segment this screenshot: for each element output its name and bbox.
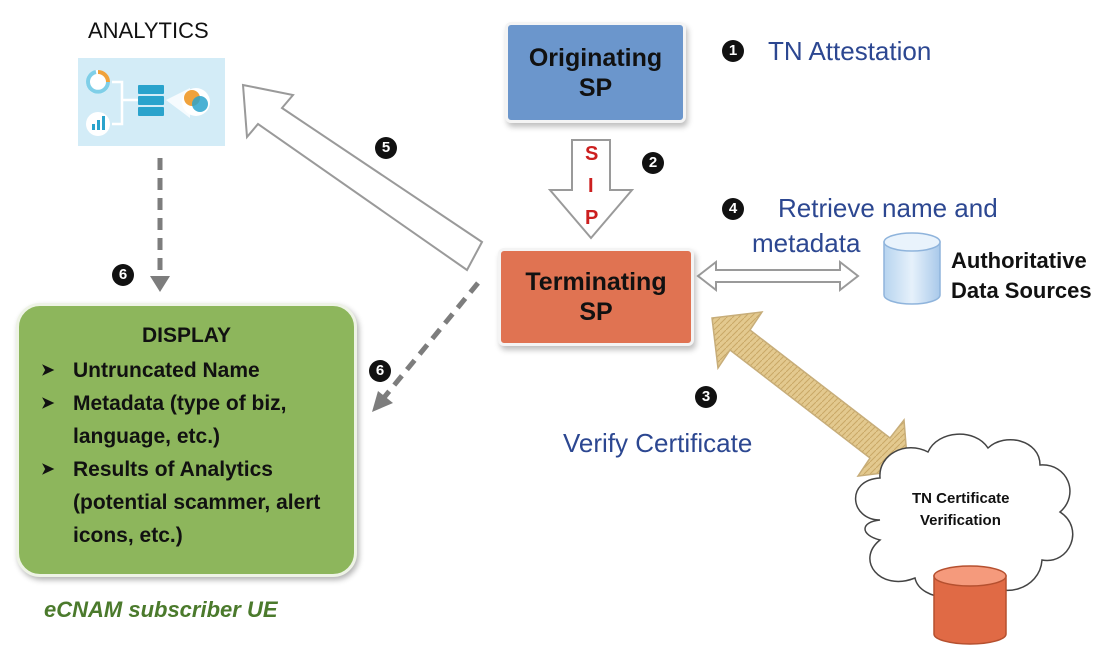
- terminating-to-display-arrow: [380, 281, 480, 402]
- sip-letter-s: S: [585, 143, 599, 165]
- sip-letter-p: P: [585, 207, 599, 229]
- step-3-label: Verify Certificate: [563, 428, 753, 458]
- step-1-label: TN Attestation: [768, 36, 932, 66]
- display-item-text: Untruncated Name: [73, 359, 260, 382]
- terminating-sp-line2: SP: [579, 298, 613, 326]
- analytics-title: ANALYTICS: [88, 18, 209, 43]
- arrowhead-bullet-icon: ➤: [41, 362, 55, 379]
- step-4-marker: 4: [722, 198, 744, 220]
- step-4-label-line2: metadata: [752, 228, 861, 258]
- display-item-text: Results of Analytics (potential scammer,…: [73, 458, 321, 547]
- verification-cloud: [854, 433, 1074, 599]
- display-list: ➤ Untruncated Name ➤ Metadata (type of biz…: [19, 354, 354, 552]
- sip-letter-i: I: [588, 175, 594, 197]
- terminating-sp-box: Terminating SP: [498, 248, 694, 346]
- step-4-label-line1: Retrieve name and: [778, 193, 998, 223]
- cloud-label-line2: Verification: [920, 512, 1001, 529]
- analytics-feed-arrow: [241, 83, 484, 272]
- display-list-item: ➤ Untruncated Name: [41, 354, 354, 387]
- arrowhead-bullet-icon: ➤: [41, 395, 55, 412]
- sip-arrow: [547, 139, 635, 240]
- data-sources-line2: Data Sources: [951, 278, 1092, 303]
- subscriber-ue-caption: eCNAM subscriber UE: [44, 597, 278, 622]
- cloud-label-line1: TN Certificate: [912, 490, 1010, 507]
- analytics-illustration: [78, 58, 225, 146]
- originating-sp-box: Originating SP: [505, 22, 686, 123]
- arrowhead-bullet-icon: ➤: [41, 461, 55, 478]
- data-sources-double-arrow: [696, 259, 860, 293]
- display-item-text: Metadata (type of biz, language, etc.): [73, 392, 287, 448]
- display-list-item: ➤ Results of Analytics (potential scammer…: [41, 453, 354, 552]
- originating-sp-line1: Originating: [528, 43, 663, 72]
- step-3-marker: 3: [695, 386, 717, 408]
- display-list-item: ➤ Metadata (type of biz, language, etc.): [41, 387, 354, 453]
- step-2-marker: 2: [642, 152, 664, 174]
- verification-db-cylinder: [933, 565, 1007, 645]
- step-6-marker-terminating: 6: [369, 360, 391, 382]
- step-6-marker-analytics: 6: [112, 264, 134, 286]
- display-title: DISPLAY: [141, 324, 232, 347]
- terminating-sp-line1: Terminating: [525, 268, 667, 296]
- display-panel: DISPLAY ➤ Untruncated Name ➤ Metadata (typ…: [16, 303, 357, 577]
- data-sources-cylinder: [883, 232, 941, 305]
- step-5-marker: 5: [375, 137, 397, 159]
- step-1-marker: 1: [722, 40, 744, 62]
- data-sources-line1: Authoritative: [951, 248, 1087, 273]
- originating-sp-line2: SP: [578, 73, 613, 102]
